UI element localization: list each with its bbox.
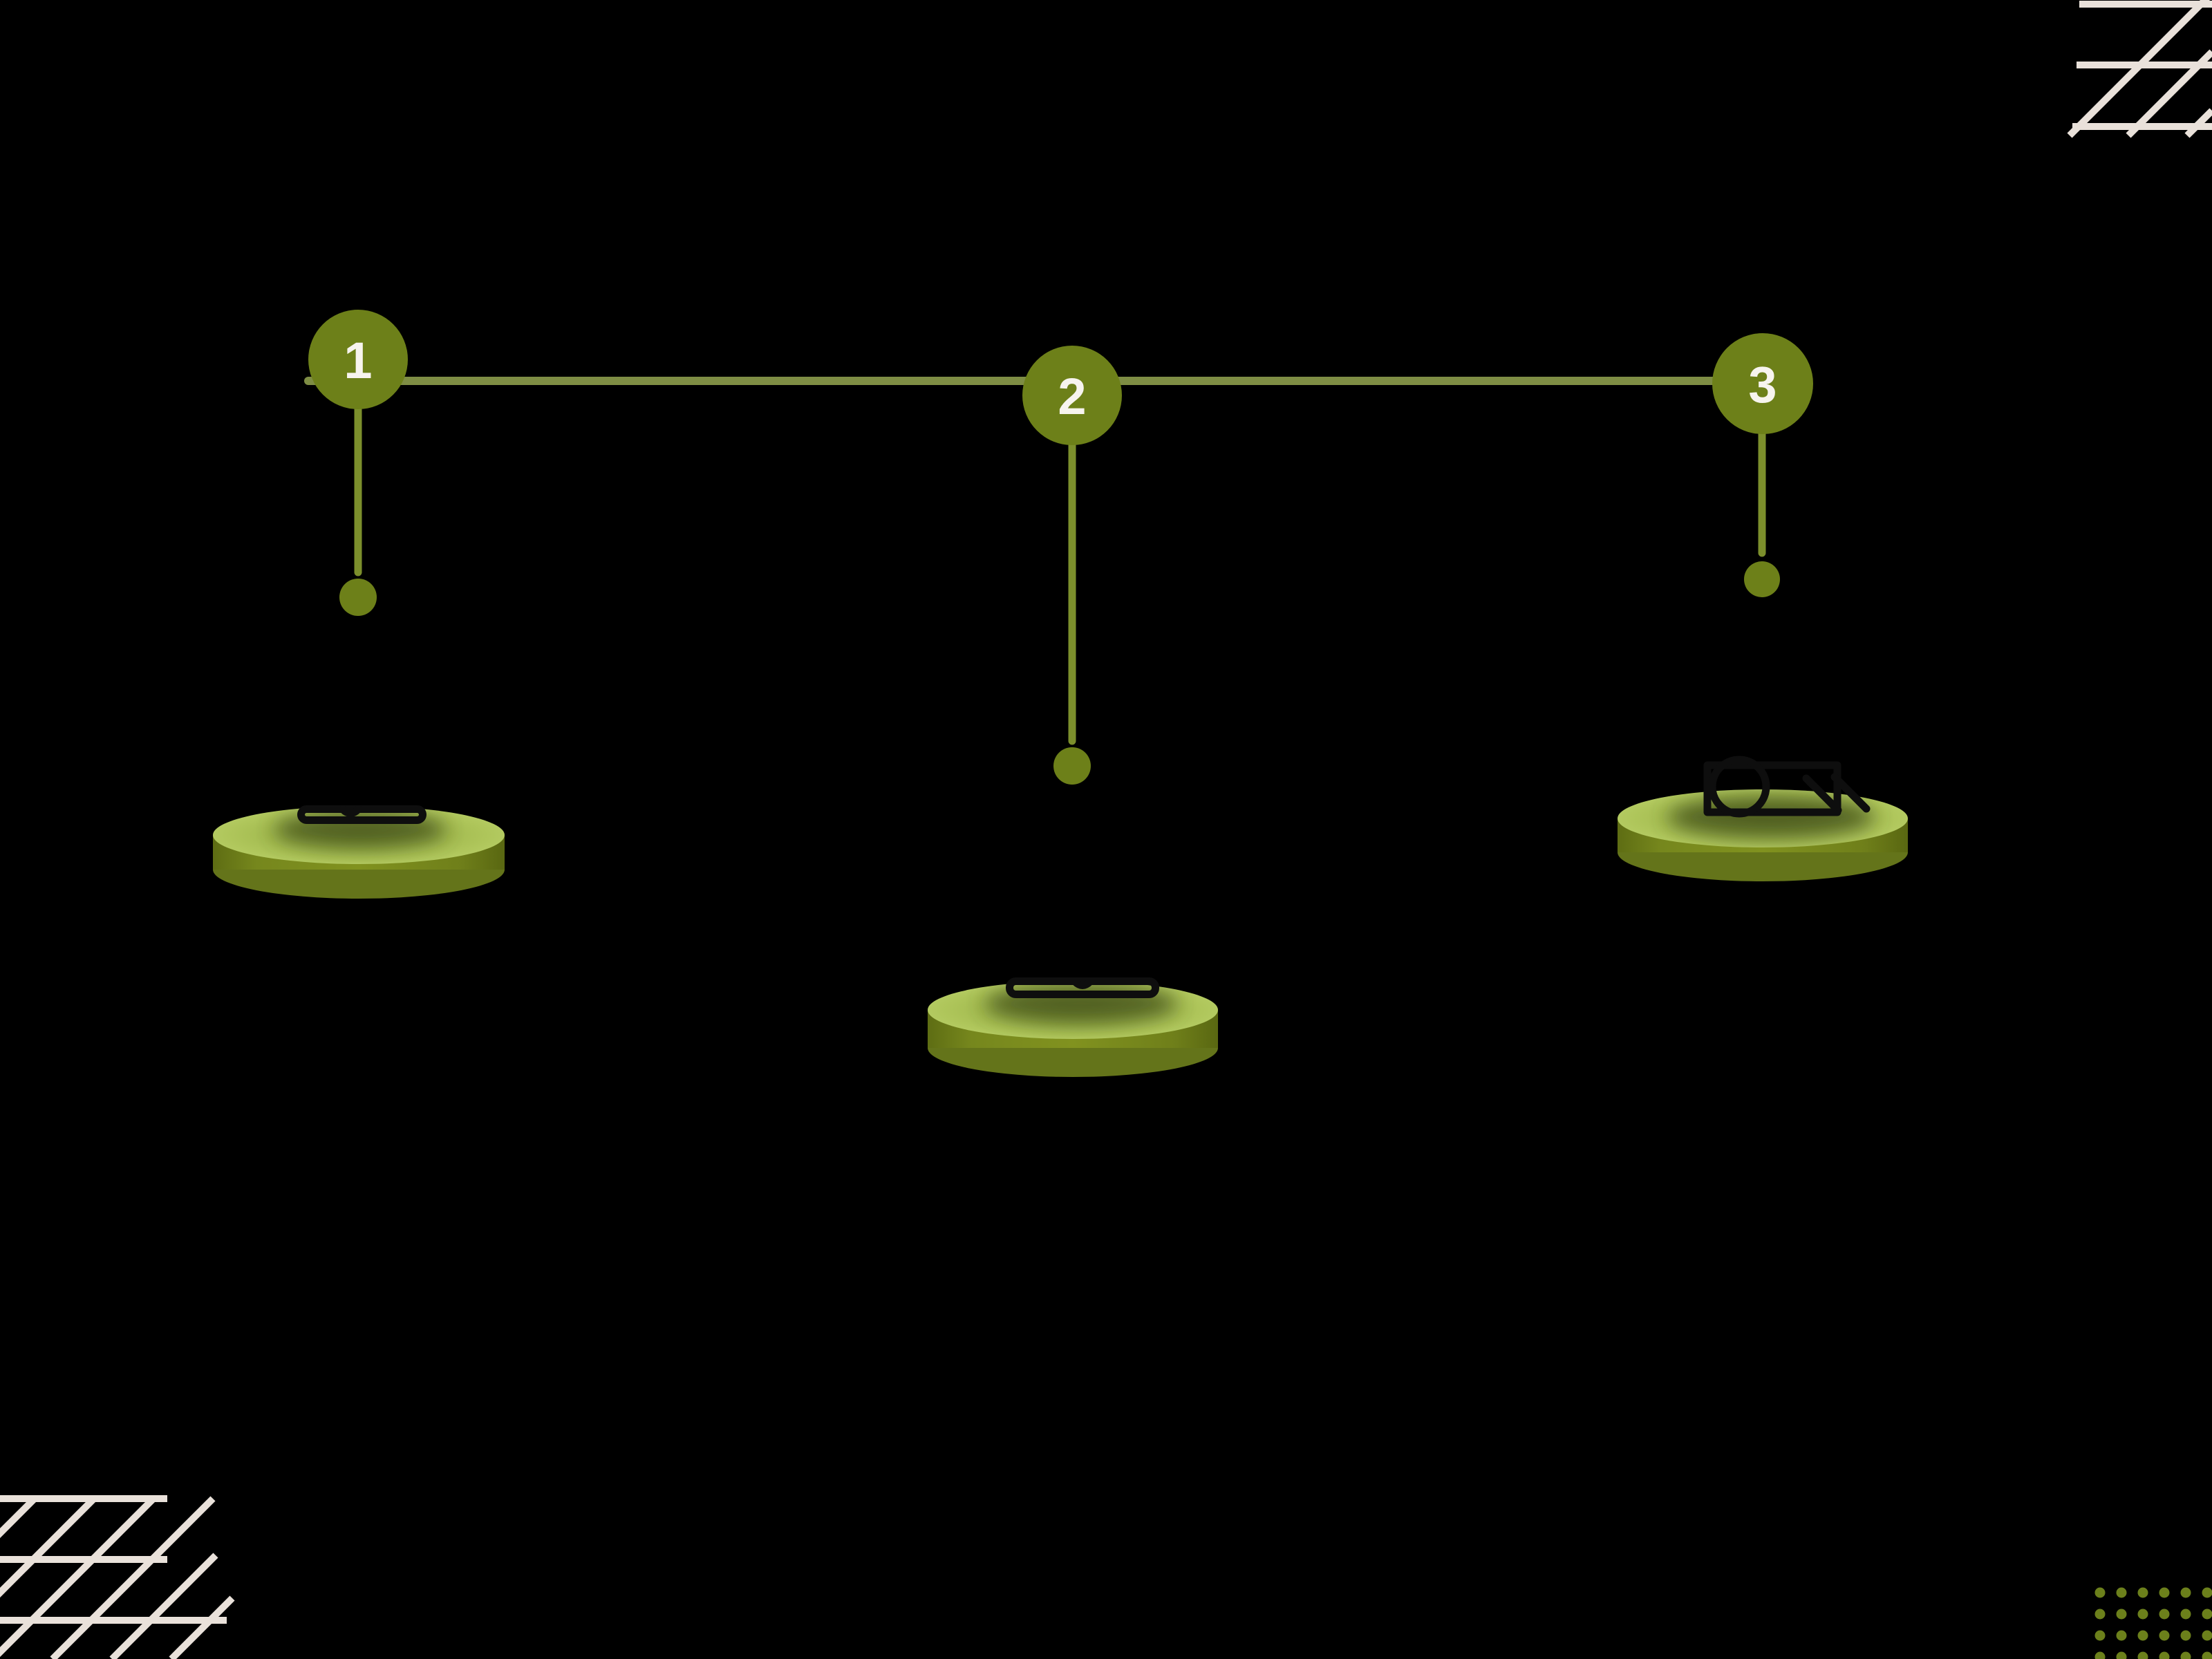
lattice-decoration-bottom-left — [0, 1495, 235, 1659]
step-1-number: 1 — [344, 332, 372, 389]
step-2-stem-group — [1053, 411, 1091, 785]
step-1-stem-dot — [339, 579, 377, 616]
step-2-stem-dot — [1053, 747, 1091, 785]
step-2-platform — [928, 977, 1218, 1077]
step-1-marker: 1 — [308, 310, 408, 409]
step-3-marker: 3 — [1712, 333, 1813, 434]
icon-shadow — [1667, 796, 1875, 838]
step-3-number: 3 — [1748, 356, 1777, 413]
step-2-number: 2 — [1058, 368, 1086, 425]
step-1-circle — [308, 310, 408, 409]
step-3-platform — [1618, 756, 1908, 881]
banknote-icon — [1703, 756, 1871, 818]
step-3-stem-dot — [1744, 561, 1780, 597]
step-2-circle — [1022, 346, 1122, 445]
step-1-platform — [213, 805, 505, 899]
step-2-marker: 2 — [1022, 346, 1122, 445]
laptop-icon — [1006, 977, 1159, 998]
step-1-stem-group — [339, 383, 377, 616]
laptop-icon — [297, 805, 427, 824]
dot-grid-decoration — [2094, 1587, 2212, 1659]
step-3-circle — [1712, 333, 1813, 434]
lattice-decoration-top-right — [2067, 0, 2212, 138]
